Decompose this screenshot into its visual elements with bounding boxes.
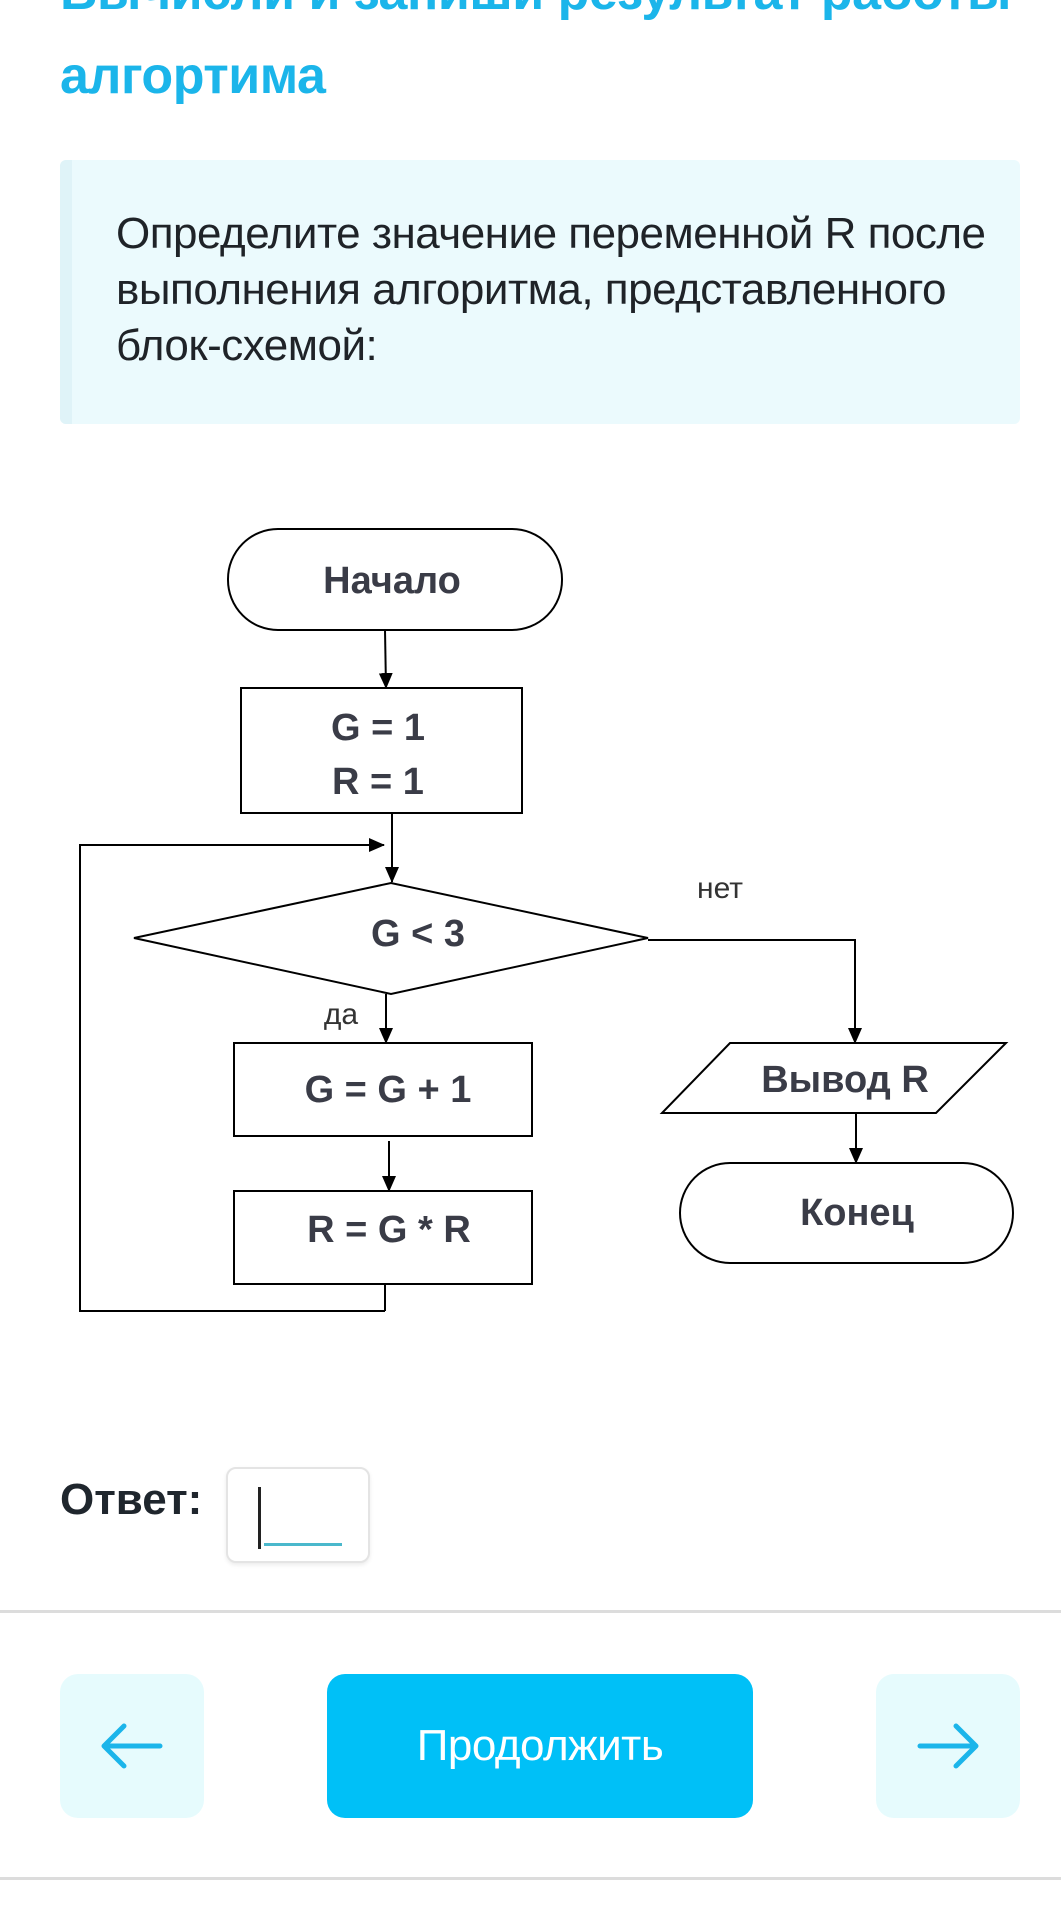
step1-block: [233, 1042, 533, 1137]
back-button[interactable]: [60, 1674, 204, 1818]
init-block: [240, 687, 523, 814]
loop-back-line: [79, 838, 385, 1312]
output-label: Вывод R: [761, 1059, 929, 1101]
page-title: Вычисли и запиши результат работы алгорт…: [60, 0, 1011, 105]
end-label: Конец: [800, 1192, 914, 1234]
answer-input[interactable]: [228, 1469, 372, 1563]
flowchart: Начало G = 1 R = 1 G < 3 да нет G = G + …: [79, 528, 1014, 1312]
question-card: Определите значение переменной R после в…: [60, 160, 1020, 424]
end-terminal: [679, 1162, 1014, 1264]
connector-start-init: [378, 629, 393, 689]
decision-diamond: [133, 881, 649, 996]
answer-label: Ответ:: [60, 1475, 203, 1524]
answer-field[interactable]: [226, 1467, 372, 1563]
question-text: Определите значение переменной R после в…: [116, 209, 986, 370]
arrow-left-icon: [101, 1723, 163, 1769]
init-line1: G = 1: [331, 707, 425, 749]
divider-top: [0, 1610, 1061, 1613]
start-label: Начало: [323, 560, 461, 602]
continue-button[interactable]: Продолжить: [327, 1674, 753, 1818]
step2-block: [233, 1190, 533, 1285]
no-label: нет: [697, 872, 743, 905]
forward-button[interactable]: [876, 1674, 1020, 1818]
step1-label: G = G + 1: [305, 1069, 472, 1111]
divider-bottom: [0, 1877, 1061, 1880]
yes-label: да: [324, 998, 359, 1031]
connector-no: [648, 939, 862, 1044]
question-card-accent-stripe: [60, 160, 72, 424]
start-terminal: [227, 528, 563, 631]
step2-label: R = G * R: [307, 1209, 471, 1251]
output-block: [659, 1042, 1009, 1114]
init-line2: R = 1: [332, 761, 424, 803]
arrow-right-icon: [917, 1723, 979, 1769]
condition-label: G < 3: [371, 913, 465, 955]
